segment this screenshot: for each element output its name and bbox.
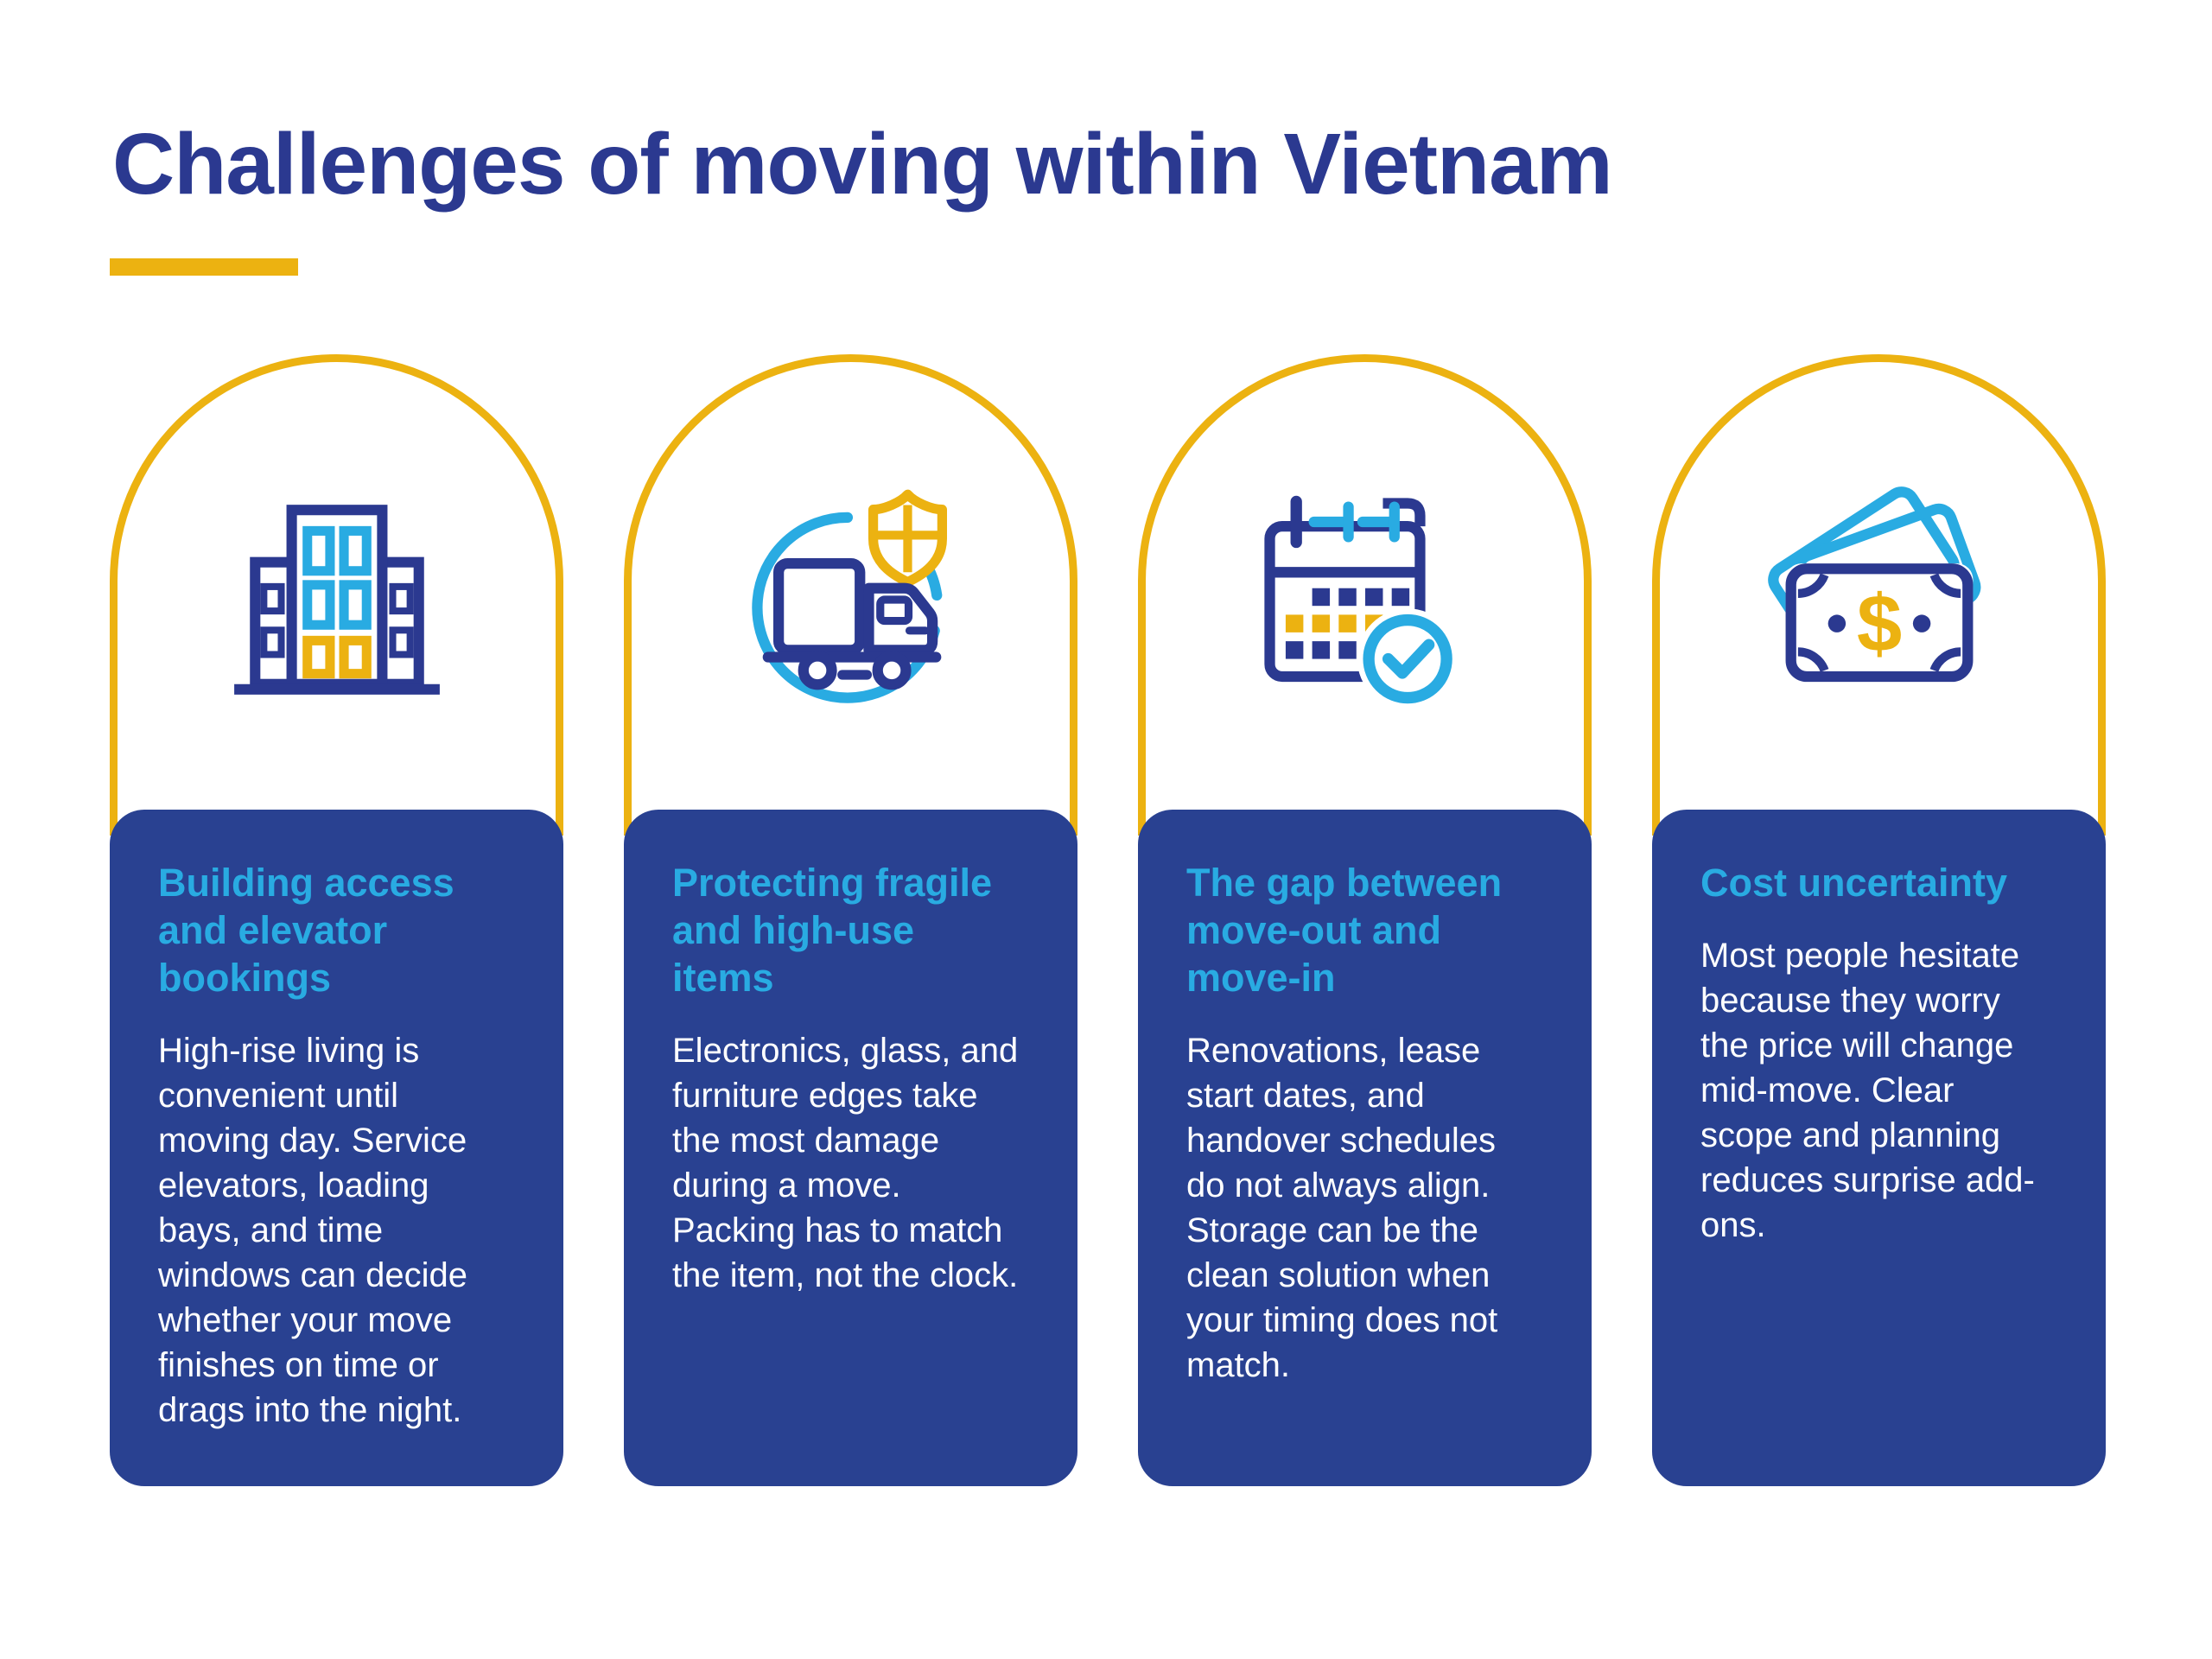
page-title: Challenges of moving within Vietnam xyxy=(112,116,1613,213)
truck-shield-icon xyxy=(751,489,947,703)
arch-frame xyxy=(110,354,563,836)
challenge-card: Building access and elevator bookings Hi… xyxy=(110,810,563,1486)
card-body: Electronics, glass, and furniture edges … xyxy=(672,1031,1019,1294)
arch-frame xyxy=(1138,354,1592,836)
svg-text:$: $ xyxy=(1856,577,1901,668)
icon-area xyxy=(110,482,563,715)
challenge-card: Cost uncertainty Most people hesitate be… xyxy=(1652,810,2106,1486)
challenge-column-cost: $ Cost uncertainty Most people hesitate … xyxy=(1652,354,2106,1486)
card-heading: Building access and elevator bookings xyxy=(158,861,454,1000)
challenge-column-protecting-items: Protecting fragile and high-use items El… xyxy=(624,354,1077,1486)
challenge-column-building-access: Building access and elevator bookings Hi… xyxy=(110,354,563,1486)
card-body: High-rise living is convenient until mov… xyxy=(158,1031,467,1429)
icon-area xyxy=(1138,482,1592,715)
challenge-card: Protecting fragile and high-use items El… xyxy=(624,810,1077,1486)
card-heading: Cost uncertainty xyxy=(1700,861,2008,905)
icon-area: $ xyxy=(1652,482,2106,715)
card-heading: Protecting fragile and high-use items xyxy=(672,861,993,1000)
calendar-check-icon xyxy=(1263,495,1458,709)
card-heading: The gap between move-out and move-in xyxy=(1186,861,1503,1000)
challenge-column-timing-gap: The gap between move-out and move-in Ren… xyxy=(1138,354,1592,1486)
icon-area xyxy=(624,482,1077,715)
money-icon: $ xyxy=(1767,486,1980,683)
cards-row: Building access and elevator bookings Hi… xyxy=(110,354,2106,1486)
challenge-card: The gap between move-out and move-in Ren… xyxy=(1138,810,1592,1486)
arch-frame xyxy=(624,354,1077,836)
title-underline xyxy=(110,258,298,276)
card-body: Renovations, lease start dates, and hand… xyxy=(1186,1031,1498,1384)
card-body: Most people hesitate because they worry … xyxy=(1700,936,2035,1244)
building-icon xyxy=(233,505,440,695)
arch-frame xyxy=(1652,354,2106,836)
